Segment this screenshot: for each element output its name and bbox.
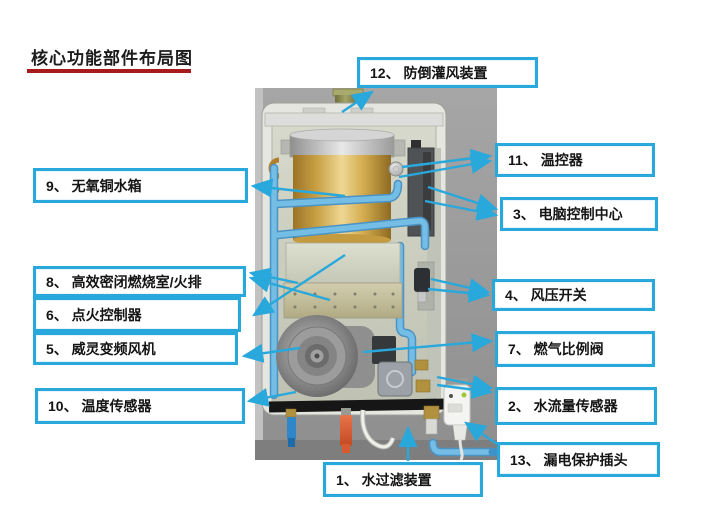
power-cable — [360, 409, 396, 450]
callout-label: 2、 水流量传感器 — [508, 398, 618, 414]
tank-collar — [280, 128, 406, 158]
callout-7-gas-proportional-valve: 7、 燃气比例阀 — [495, 331, 655, 367]
page-title: 核心功能部件布局图 — [31, 49, 193, 68]
callout-3-computer-control-center: 3、 电脑控制中心 — [500, 197, 658, 231]
variable-frequency-fan — [276, 315, 375, 397]
callout-label: 9、 无氧铜水箱 — [46, 177, 142, 194]
callout-label: 8、 高效密闭燃烧室/火排 — [46, 273, 202, 290]
air-pressure-switch — [414, 261, 435, 311]
callout-5-variable-frequency-fan: 5、 威灵变频风机 — [33, 332, 238, 365]
bottom-bar — [268, 398, 446, 413]
callout-4-air-pressure-switch: 4、 风压开关 — [492, 279, 655, 311]
callout-12-backflow-prevention: 12、 防倒灌风装置 — [357, 57, 538, 88]
water-heater-illustration — [255, 88, 497, 460]
callout-13-leakage-protection-plug: 13、 漏电保护插头 — [497, 442, 660, 477]
callout-8-sealed-combustion-chamber: 8、 高效密闭燃烧室/火排 — [33, 266, 246, 297]
water-filter — [423, 405, 440, 435]
callout-9-oxygen-free-copper-tank: 9、 无氧铜水箱 — [33, 168, 248, 203]
combustion-chamber — [283, 242, 403, 319]
callout-label: 11、 温控器 — [508, 152, 583, 168]
title-underline — [27, 69, 191, 73]
callout-label: 6、 点火控制器 — [46, 306, 142, 323]
callout-label: 13、 漏电保护插头 — [510, 451, 628, 468]
callout-11-thermostat: 11、 温控器 — [495, 143, 655, 177]
callout-10-temperature-sensor: 10、 温度传感器 — [35, 388, 245, 424]
callout-label: 10、 温度传感器 — [48, 398, 152, 414]
thermostat — [388, 161, 404, 177]
callout-2-water-flow-sensor: 2、 水流量传感器 — [495, 387, 657, 425]
callout-label: 5、 威灵变频风机 — [46, 340, 156, 357]
callout-label: 3、 电脑控制中心 — [513, 206, 623, 222]
callout-label: 12、 防倒灌风装置 — [370, 64, 488, 81]
callout-label: 7、 燃气比例阀 — [508, 341, 604, 357]
cold-water-inlet — [285, 408, 297, 447]
callout-1-water-filter: 1、 水过滤装置 — [323, 462, 483, 497]
callout-6-ignition-controller: 6、 点火控制器 — [33, 297, 241, 332]
callout-label: 1、 水过滤装置 — [336, 471, 432, 488]
callout-label: 4、 风压开关 — [505, 287, 587, 303]
hot-water-outlet — [340, 408, 352, 453]
